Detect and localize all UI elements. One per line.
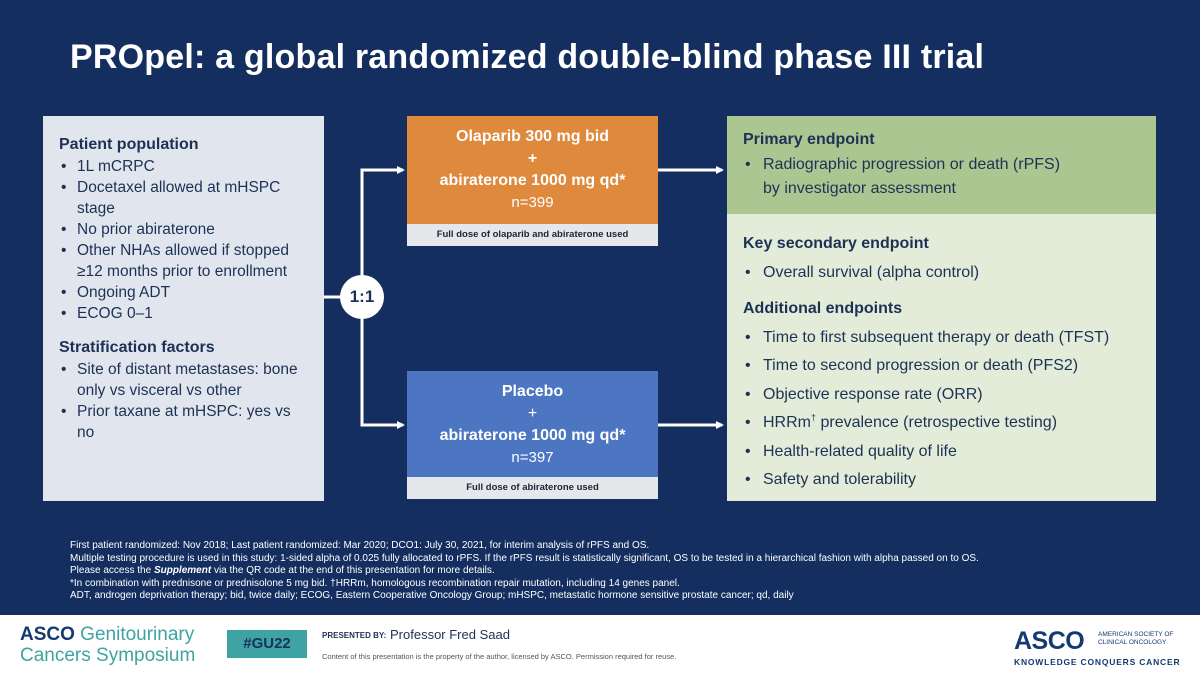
footnote-line: *In combination with prednisone or predn… <box>70 577 680 589</box>
presented-by-label: PRESENTED BY: <box>322 631 387 640</box>
placebo-arm-box: Placebo + abiraterone 1000 mg qd* n=397 <box>407 371 658 477</box>
key-secondary-heading: Key secondary endpoint <box>743 235 929 252</box>
logo-line2: Cancers Symposium <box>20 645 196 666</box>
arm1-note: Full dose of olaparib and abiraterone us… <box>407 224 658 246</box>
hrrm-label: HRRm <box>763 414 811 431</box>
list-item: Prior taxane at mHSPC: yes vs no <box>59 401 308 443</box>
arm1-combo: abiraterone 1000 mg qd* <box>439 172 626 189</box>
primary-endpoint-line1: Radiographic progression or death (rPFS) <box>763 156 1061 173</box>
secondary-endpoints-box: Key secondary endpoint Overall survival … <box>727 214 1156 501</box>
hashtag-badge: #GU22 <box>227 630 307 658</box>
arm1-plus: + <box>527 150 538 167</box>
hrrm-desc: prevalence (retrospective testing) <box>816 414 1058 431</box>
footnote-line: Please access the Supplement via the QR … <box>70 565 1160 578</box>
footnote-text: via the QR code at the end of this prese… <box>211 565 495 576</box>
footnote-line: ADT, androgen deprivation therapy; bid, … <box>70 590 794 601</box>
footer-bar: ASCO Genitourinary Cancers Symposium #GU… <box>0 615 1200 673</box>
slide-title: PROpel: a global randomized double-blind… <box>70 38 985 76</box>
primary-endpoint-line2: by investigator assessment <box>763 180 956 197</box>
list-item: 1L mCRPC <box>59 156 308 177</box>
flow-arrows <box>324 166 724 429</box>
logo-asco-text: ASCO <box>20 624 75 645</box>
list-item: Ongoing ADT <box>59 282 308 303</box>
arrow-to-arm2 <box>360 297 405 429</box>
stratification-list: Site of distant metastases: bone only vs… <box>59 359 308 443</box>
gu-symposium-logo: ASCO Genitourinary Cancers Symposium <box>20 624 195 666</box>
list-item: Docetaxel allowed at mHSPC stage <box>59 177 308 219</box>
list-item: Health-related quality of life <box>743 438 1140 467</box>
key-secondary-list: Overall survival (alpha control) <box>743 259 1140 288</box>
additional-endpoints-list: Time to first subsequent therapy or deat… <box>743 324 1140 495</box>
asco-society-text: AMERICAN SOCIETY OF CLINICAL ONCOLOGY <box>1098 631 1174 646</box>
randomization-ratio: 1:1 <box>340 275 384 319</box>
list-item: ECOG 0–1 <box>59 303 308 324</box>
primary-endpoint-box: Primary endpoint Radiographic progressio… <box>727 116 1156 214</box>
list-item: Time to first subsequent therapy or deat… <box>743 324 1140 353</box>
list-item: Radiographic progression or death (rPFS)… <box>743 153 1140 201</box>
list-item: HRRm† prevalence (retrospective testing) <box>743 409 1140 438</box>
olaparib-arm-box: Olaparib 300 mg bid + abiraterone 1000 m… <box>407 116 658 224</box>
presenter-name: Professor Fred Saad <box>390 627 510 642</box>
primary-endpoint-heading: Primary endpoint <box>743 131 875 148</box>
footnote-text: Please access the <box>70 565 154 576</box>
logo-line1: Genitourinary <box>74 624 195 645</box>
footnote-line: Multiple testing procedure is used in th… <box>70 552 979 564</box>
supplement-emphasis: Supplement <box>153 565 212 576</box>
footnotes: First patient randomized: Nov 2018; Last… <box>70 540 1160 603</box>
patient-population-list: 1L mCRPC Docetaxel allowed at mHSPC stag… <box>59 156 308 324</box>
list-item: Overall survival (alpha control) <box>743 259 1140 288</box>
asco-logo-text: ASCO <box>1014 627 1085 655</box>
arm2-drug: Placebo <box>501 383 564 400</box>
list-item: No prior abiraterone <box>59 219 308 240</box>
arm2-note: Full dose of abiraterone used <box>407 477 658 499</box>
list-item: Objective response rate (ORR) <box>743 381 1140 410</box>
copyright-disclaimer: Content of this presentation is the prop… <box>322 652 677 661</box>
arm2-n: n=397 <box>511 449 554 466</box>
footnote-line: First patient randomized: Nov 2018; Last… <box>70 540 650 551</box>
asco-tagline: KNOWLEDGE CONQUERS CANCER <box>1014 657 1181 667</box>
list-item: Time to second progression or death (PFS… <box>743 352 1140 381</box>
dagger-mark: † <box>811 412 817 423</box>
eligibility-panel: Patient population 1L mCRPC Docetaxel al… <box>43 116 324 501</box>
list-item: Site of distant metastases: bone only vs… <box>59 359 308 401</box>
arrow-to-arm1 <box>360 166 405 297</box>
additional-endpoints-heading: Additional endpoints <box>743 300 903 317</box>
arm2-plus: + <box>527 405 538 422</box>
arm1-n: n=399 <box>511 194 554 211</box>
asco-logo: ASCO AMERICAN SOCIETY OF CLINICAL ONCOLO… <box>1014 627 1180 667</box>
slide: PROpel: a global randomized double-blind… <box>0 0 1200 615</box>
list-item: Safety and tolerability <box>743 466 1140 495</box>
arm2-combo: abiraterone 1000 mg qd* <box>439 427 626 444</box>
patient-population-heading: Patient population <box>59 136 199 153</box>
list-item: Other NHAs allowed if stopped ≥12 months… <box>59 240 308 282</box>
stratification-heading: Stratification factors <box>59 339 215 356</box>
primary-endpoint-list: Radiographic progression or death (rPFS)… <box>743 153 1140 201</box>
arm1-drug: Olaparib 300 mg bid <box>456 128 609 145</box>
